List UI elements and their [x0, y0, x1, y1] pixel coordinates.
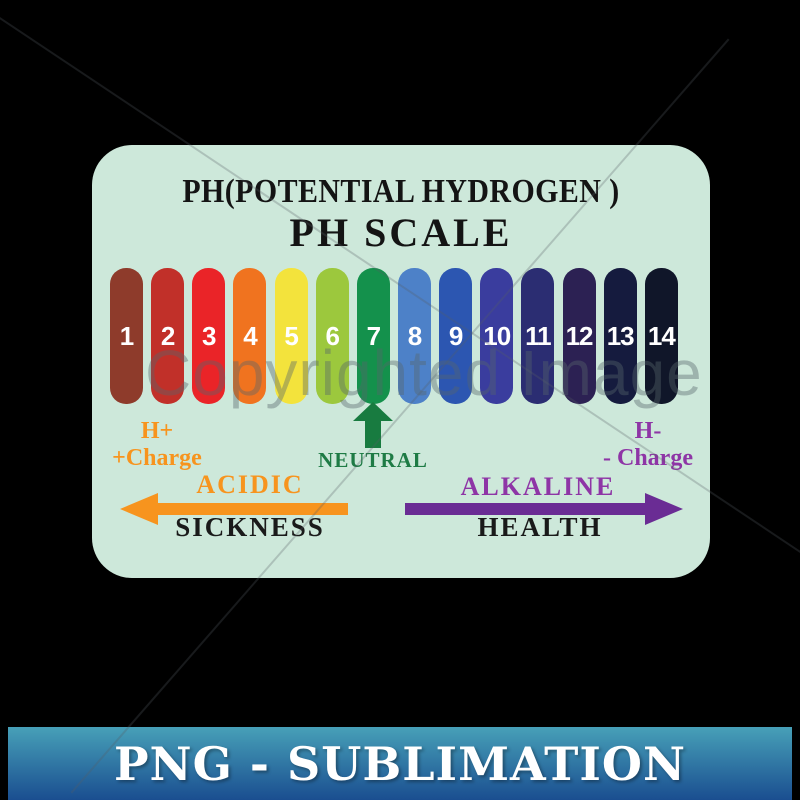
ph-bar-number: 5: [284, 320, 299, 351]
ph-bar-number: 14: [647, 320, 676, 351]
ion-charge: +Charge: [112, 445, 202, 471]
product-banner: PNG - SUBLIMATION: [8, 727, 792, 800]
ph-bar-5: 5: [274, 268, 308, 404]
card-subtitle: PH SCALE: [289, 210, 513, 255]
ion-charge: - Charge: [603, 445, 693, 471]
alkaline-right-arrow-icon: [405, 493, 683, 525]
ph-bar-3: 3: [192, 268, 226, 404]
ph-bar-11: 11: [521, 268, 555, 404]
hydrogen-negative-label: H- - Charge: [588, 418, 708, 472]
ph-bar-number: 4: [243, 320, 258, 351]
ph-bar-7: 7: [356, 268, 390, 404]
ph-bar-10: 10: [480, 268, 514, 404]
ph-bar-14: 14: [644, 268, 678, 404]
card-title: PH(POTENTIAL HYDROGEN ): [182, 173, 620, 210]
ph-bar-number: 10: [483, 320, 511, 351]
ph-bar-13: 13: [603, 268, 637, 404]
neutral-label: NEUTRAL: [318, 448, 428, 472]
ph-bar-1: 1: [110, 268, 143, 404]
acidic-left-arrow-icon: [120, 493, 348, 525]
neutral-up-arrow-icon: [353, 402, 393, 448]
ph-bar-number: 2: [160, 320, 176, 351]
ph-bar-number: 13: [606, 320, 635, 351]
acidic-zone-label: ACIDIC: [196, 470, 304, 499]
ph-bar-number: 11: [525, 320, 551, 351]
ph-bar-9: 9: [439, 268, 473, 404]
ph-bar-number: 9: [448, 320, 464, 351]
ph-bar-number: 12: [565, 320, 594, 351]
health-label: HEALTH: [477, 512, 603, 542]
ion-symbol: H+: [140, 418, 174, 444]
ph-bar-number: 1: [119, 320, 135, 351]
ph-bar-6: 6: [315, 268, 349, 404]
alkaline-zone-label: ALKALINE: [460, 472, 616, 501]
ph-bar-number: 8: [407, 320, 423, 351]
ph-bar-4: 4: [233, 268, 267, 404]
ph-bar-number: 3: [202, 320, 217, 351]
ph-bar-12: 12: [562, 268, 596, 404]
sickness-label: SICKNESS: [175, 512, 325, 542]
banner-label: PNG - SUBLIMATION: [113, 736, 687, 791]
ph-bar-2: 2: [151, 268, 185, 404]
ion-symbol: H-: [634, 418, 662, 444]
ph-bar-8: 8: [397, 268, 431, 404]
ph-bar-number: 7: [366, 320, 382, 351]
hydrogen-positive-label: H+ +Charge: [98, 418, 216, 472]
ph-bar-number: 6: [325, 320, 340, 351]
